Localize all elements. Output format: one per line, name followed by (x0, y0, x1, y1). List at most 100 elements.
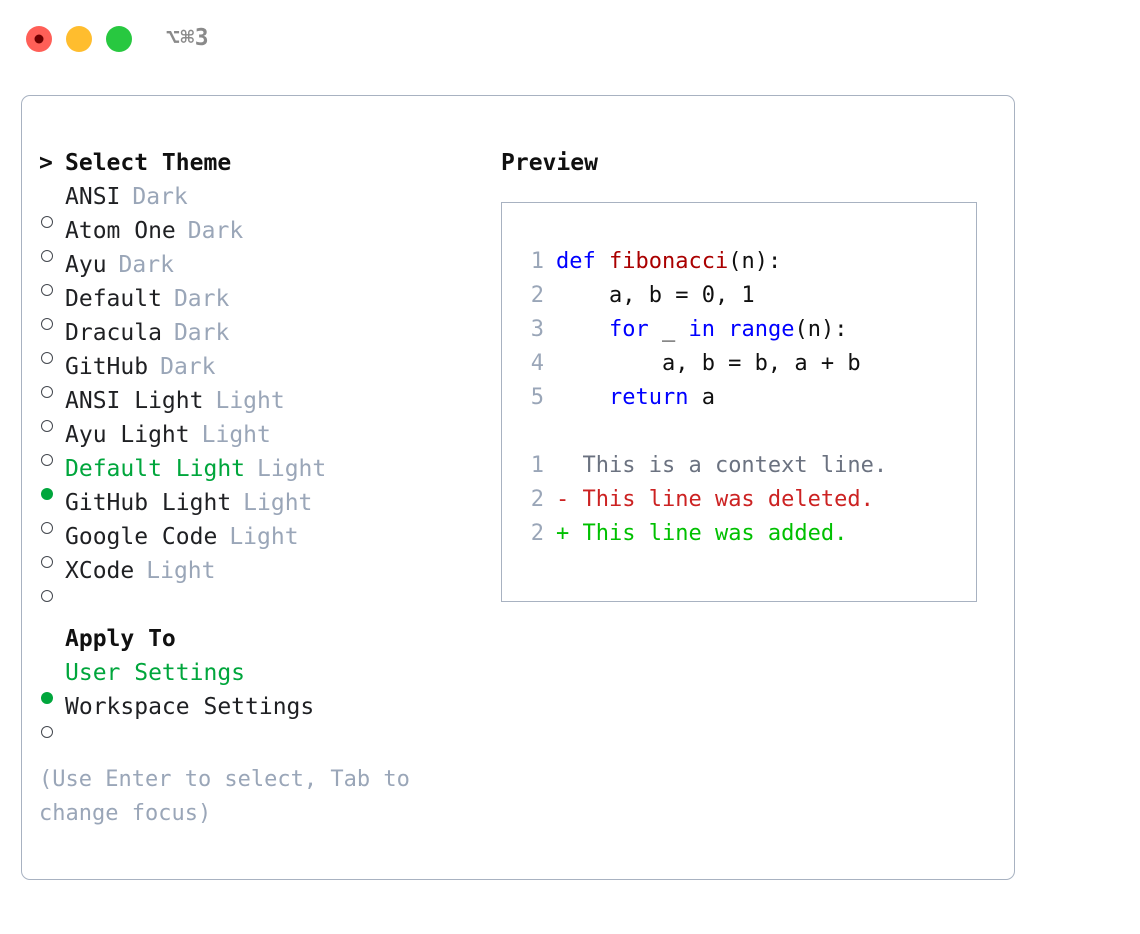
code-line-text: for _ in range(n): (556, 313, 847, 347)
theme-option-label: GitHub (65, 354, 149, 380)
theme-option-github-light[interactable]: GitHub Light Light (39, 486, 479, 534)
theme-option-tag: Light (257, 456, 327, 482)
theme-option-tag: Light (201, 422, 271, 448)
theme-option-label: GitHub Light (65, 490, 232, 516)
theme-option-label: XCode (65, 558, 135, 584)
line-number: 3 (530, 317, 544, 342)
apply-to-option-label: User Settings (65, 660, 246, 686)
line-number: 5 (530, 385, 544, 410)
theme-option-label: Dracula (65, 320, 162, 346)
code-token: in (688, 317, 715, 342)
code-blank-line (514, 415, 968, 449)
code-line: 5 return a (514, 381, 968, 415)
code-line-text: a, b = b, a + b (556, 347, 861, 381)
code-line: 2 a, b = 0, 1 (514, 279, 968, 313)
diff-sign: - (556, 487, 570, 512)
diff-line-text: This line was added. (569, 521, 848, 546)
radio-glyph (41, 318, 53, 330)
code-line-text: def fibonacci(n): (556, 245, 781, 279)
select-theme-heading-label: Select Theme (65, 150, 232, 176)
line-number: 2 (530, 487, 544, 512)
apply-to-option-user-settings[interactable]: User Settings (39, 656, 479, 704)
theme-option-tag: Dark (187, 218, 244, 244)
theme-option-tag: Light (229, 524, 299, 550)
line-number: 1 (530, 453, 544, 478)
theme-option-label: Google Code (65, 524, 218, 550)
theme-option-tag: Light (146, 558, 216, 584)
theme-option-tag: Light (243, 490, 313, 516)
preview-title: Preview (501, 150, 598, 176)
theme-option-label: Default (65, 286, 162, 312)
theme-option-tag: Light (215, 388, 285, 414)
diff-line: 1 This is a context line. (514, 449, 968, 483)
minimize-button[interactable] (66, 26, 92, 52)
theme-option-label: ANSI (65, 184, 121, 210)
apply-to-option-workspace-settings[interactable]: Workspace Settings (39, 690, 479, 738)
radio-glyph (41, 488, 53, 500)
window-title: ⌥⌘3 (166, 25, 210, 51)
radio-glyph (41, 250, 53, 262)
code-token: return (608, 385, 689, 410)
theme-option-label: ANSI Light (65, 388, 204, 414)
theme-option-label: Ayu Light (65, 422, 190, 448)
radio-glyph (41, 454, 53, 466)
diff-line: 2- This line was deleted. (514, 483, 968, 517)
theme-option-github[interactable]: GitHub Dark (39, 350, 479, 398)
diff-sign (556, 449, 569, 483)
theme-option-default-light[interactable]: Default Light Light (39, 452, 479, 500)
apply-to-heading: Apply To (39, 622, 479, 656)
theme-option-xcode[interactable]: XCode Light (39, 554, 479, 602)
radio-glyph (41, 284, 53, 296)
theme-option-tag: Dark (160, 354, 216, 380)
theme-option-google-code[interactable]: Google Code Light (39, 520, 479, 568)
theme-option-tag: Dark (173, 320, 230, 346)
code-line: 3 for _ in range(n): (514, 313, 968, 347)
code-token: (n): (794, 317, 848, 342)
radio-glyph (41, 522, 53, 534)
line-number: 4 (530, 351, 544, 376)
close-button[interactable] (26, 26, 52, 52)
keyboard-hint: (Use Enter to select, Tab to change focu… (39, 767, 410, 826)
theme-option-ansi-light[interactable]: ANSI Light Light (39, 384, 479, 432)
code-token: range (728, 317, 795, 342)
code-token: a (688, 385, 715, 410)
recording-indicator-icon (34, 34, 44, 44)
line-number: 1 (530, 249, 544, 274)
theme-option-label: Ayu (65, 252, 107, 278)
radio-glyph (41, 590, 53, 602)
diff-sign: + (556, 521, 570, 546)
code-token: _ (648, 317, 689, 342)
diff-line: 2+ This line was added. (514, 517, 968, 551)
apply-to-heading-label: Apply To (65, 626, 176, 652)
code-line-text: a, b = 0, 1 (556, 279, 755, 313)
code-token: def (556, 249, 609, 274)
code-line-text: return a (556, 381, 715, 415)
maximize-button[interactable] (106, 26, 132, 52)
code-token: (n): (728, 249, 782, 274)
code-token (556, 317, 609, 342)
radio-glyph (41, 352, 53, 364)
code-token (556, 385, 609, 410)
window-titlebar: ⌥⌘3 (0, 0, 1140, 78)
radio-glyph (41, 692, 53, 704)
theme-option-label: Default Light (65, 456, 246, 482)
caret-icon: > (39, 150, 53, 176)
theme-option-default[interactable]: Default Dark (39, 282, 479, 330)
theme-option-tag: Dark (173, 286, 230, 312)
theme-option-dracula[interactable]: Dracula Dark (39, 316, 479, 364)
theme-option-ayu-light[interactable]: Ayu Light Light (39, 418, 479, 466)
line-number: 2 (530, 283, 544, 308)
code-line: 1 def fibonacci(n): (514, 245, 968, 279)
diff-line-text: This line was deleted. (569, 487, 874, 512)
code-line: 4 a, b = b, a + b (514, 347, 968, 381)
code-token (715, 317, 728, 342)
